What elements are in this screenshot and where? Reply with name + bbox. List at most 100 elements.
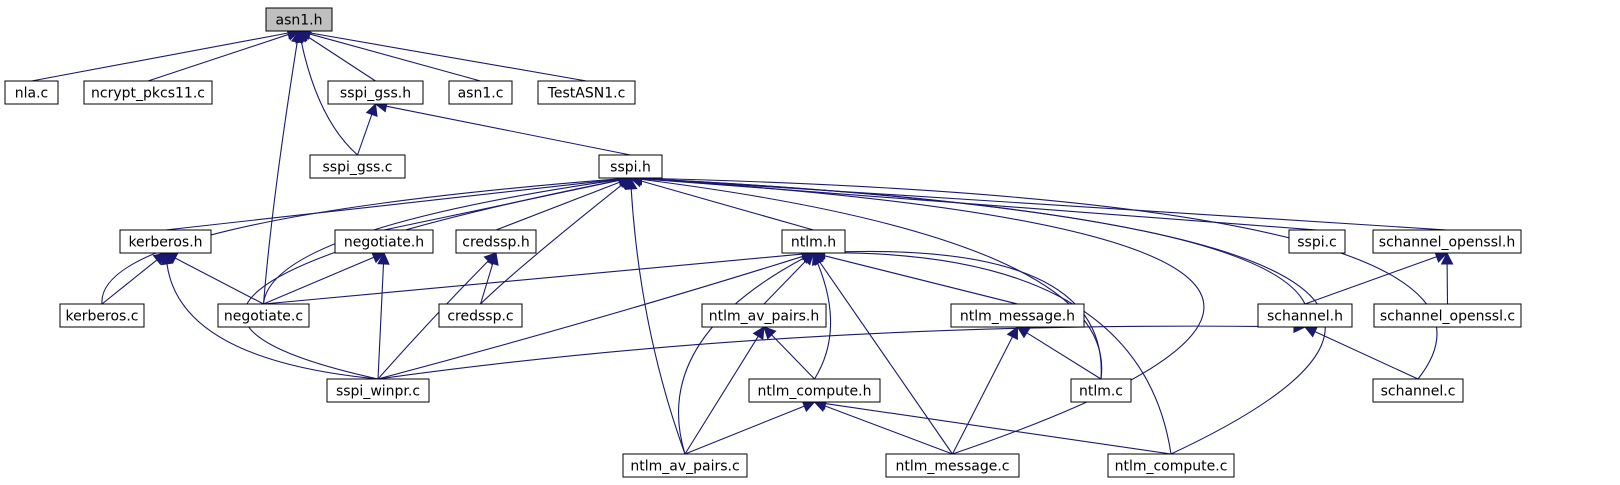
node-ntlm-h[interactable]: ntlm.h [781,229,846,254]
edge-line [824,250,1102,380]
node-schannel-c[interactable]: schannel.c [1372,378,1464,403]
edge-line [824,252,1172,455]
node-label: kerberos.c [66,309,139,325]
node-box [1288,229,1346,254]
edge-line [377,260,489,380]
arrowhead [152,252,167,266]
edge-schannel-h-to-sspi-winpr-c [377,320,1307,380]
arrowhead [483,252,497,266]
edge-line [300,41,358,156]
edge-line [677,257,805,455]
edge-asn1-h-to-testasn1-c [297,26,587,82]
node-credssp-h[interactable]: credssp.h [455,229,537,254]
edge-ntlm-av-pairs-h-to-ntlm-compute-h [763,326,815,380]
edge-line [640,180,814,231]
edge-line [165,178,620,231]
node-box [455,229,537,254]
edge-line [166,263,379,380]
node-label: schannel_openssl.h [1379,235,1515,251]
node-sspi-h[interactable]: sspi.h [598,154,663,179]
node-credssp-c[interactable]: credssp.c [438,303,523,328]
edge-line [356,114,373,156]
edge-negotiate-h-to-sspi-winpr-c [377,251,390,380]
edge-line [771,334,815,380]
node-label: ncrypt_pkcs11.c [91,86,205,102]
edge-ntlm-message-h-to-ntlm-message-c [952,326,1019,455]
edge-line [263,256,375,305]
node-ntlm-av-pairs-c[interactable]: ntlm_av_pairs.c [622,453,748,478]
node-ntlm-c[interactable]: ntlm.c [1070,378,1132,403]
node-ntlm-message-c[interactable]: ntlm_message.c [885,453,1020,478]
node-ntlm-compute-h[interactable]: ntlm_compute.h [748,378,881,403]
node-nla-c[interactable]: nla.c [4,80,59,105]
arrowhead [1006,326,1019,341]
arrowhead [290,29,304,44]
node-box [1107,453,1235,478]
node-sspi-gss-h[interactable]: sspi_gss.h [327,80,424,105]
edge-line [101,259,158,305]
edge-line [641,178,1306,305]
node-sspi-winpr-c[interactable]: sspi_winpr.c [326,378,430,403]
node-box [1372,229,1522,254]
node-schannel-openssl-h[interactable]: schannel_openssl.h [1372,229,1522,254]
arrowhead [365,102,378,117]
node-sspi-c[interactable]: sspi.c [1288,229,1346,254]
edge-ntlm-compute-h-to-ntlm-compute-c [813,397,1172,455]
node-label: negotiate.c [224,309,303,325]
node-kerberos-c[interactable]: kerberos.c [59,303,145,328]
node-label: asn1.h [276,13,323,29]
node-ntlm-message-h[interactable]: ntlm_message.h [950,303,1085,328]
edge-ntlm-compute-h-to-ntlm-av-pairs-c [684,400,816,455]
node-asn1-h[interactable]: asn1.h [265,7,333,32]
edge-ntlm-compute-h-to-ntlm-message-c [813,400,953,455]
node-label: sspi.h [610,160,651,176]
node-box [1257,303,1353,328]
arrowhead [1303,326,1319,338]
edge-ntlm-h-to-ntlm-message-c [812,252,953,455]
arrowhead [1016,326,1031,339]
node-schannel-h[interactable]: schannel.h [1257,303,1353,328]
node-ntlm-compute-c[interactable]: ntlm_compute.c [1107,453,1235,478]
edge-sspi-h-to-credssp-h [495,176,632,231]
node-label: ntlm_compute.h [758,384,872,400]
node-box [119,229,212,254]
edge-sspi-h-to-ntlm-c [629,173,1103,380]
node-schannel-openssl-c[interactable]: schannel_openssl.c [1373,303,1522,328]
node-ntlm-av-pairs-h[interactable]: ntlm_av_pairs.h [701,303,827,328]
node-box [701,303,827,328]
edge-line [684,336,759,455]
node-kerberos-h[interactable]: kerberos.h [119,229,212,254]
edge-line [262,41,298,305]
node-label: nla.c [15,86,49,102]
node-box [885,453,1020,478]
node-label: TestASN1.c [547,86,626,102]
node-box [326,378,430,403]
edge-line [1314,331,1419,380]
edge-schannel-openssl-h-to-schannel-openssl-c [1440,251,1454,305]
edge-asn1-h-to-negotiate-c [262,29,304,305]
edge-line [641,178,1103,380]
node-asn1-c[interactable]: asn1.c [448,80,513,105]
node-box [438,303,523,328]
node-box [265,7,333,32]
node-label: negotiate.h [344,235,424,251]
node-sspi-gss-c[interactable]: sspi_gss.c [309,154,406,179]
edge-line [307,36,376,82]
arrowhead [752,326,765,341]
edge-asn1-h-to-asn1-c [297,27,481,82]
node-label: ntlm_message.h [960,309,1075,325]
node-negotiate-h[interactable]: negotiate.h [334,229,434,254]
edge-line [763,260,807,305]
edge-kerberos-h-to-negotiate-c [164,252,264,305]
node-ncrypt-pkcs11-c[interactable]: ncrypt_pkcs11.c [83,80,213,105]
edge-ntlm-h-to-ntlm-compute-c [812,246,1172,455]
edge-line [309,33,481,82]
node-testasn1-c[interactable]: TestASN1.c [537,80,636,105]
edge-sspi-gss-h-to-sspi-h [374,100,631,156]
edge-line [641,178,1448,231]
edge-line [262,179,620,305]
edge-line [377,255,804,380]
edge-line [1026,332,1102,380]
edge-ntlm-h-to-ntlm-av-pairs-c [677,252,815,455]
node-negotiate-c[interactable]: negotiate.c [217,303,310,328]
